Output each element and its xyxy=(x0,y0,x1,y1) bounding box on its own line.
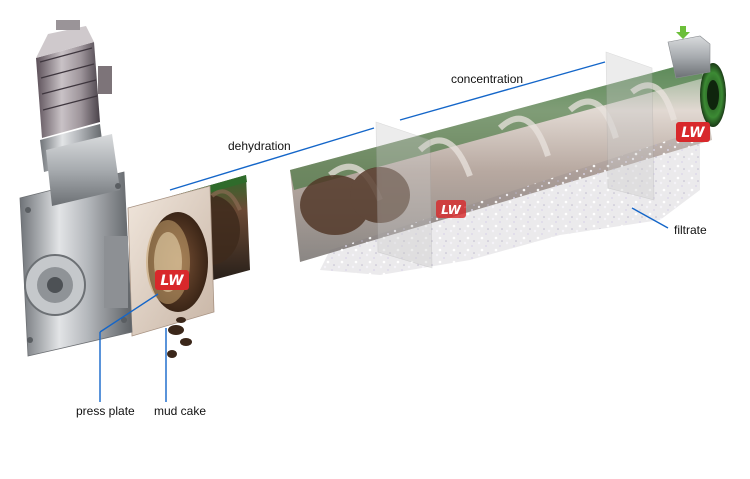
svg-text:LW: LW xyxy=(441,203,462,217)
concentration-label: concentration xyxy=(451,72,524,86)
filtrate-line xyxy=(631,207,669,229)
lw-logo-middle: LW xyxy=(436,200,466,218)
concentration-line xyxy=(399,61,606,121)
callout-lines xyxy=(99,61,669,402)
filtrate-label: filtrate xyxy=(674,223,707,237)
sludge-fill xyxy=(300,167,410,235)
inlet-arrow-icon xyxy=(676,26,690,39)
filtrate-spray xyxy=(320,130,700,275)
dehydration-label: dehydration xyxy=(228,139,291,153)
lw-logo-left: LW xyxy=(155,270,189,290)
concentration-section: LW LW xyxy=(290,26,726,275)
press-plate-label: press plate xyxy=(76,404,135,418)
inlet-box xyxy=(667,35,711,79)
gear-motor xyxy=(19,20,133,357)
bolts xyxy=(25,183,127,343)
dehydration-line xyxy=(169,127,375,191)
svg-text:LW: LW xyxy=(160,273,184,289)
svg-text:LW: LW xyxy=(681,125,705,141)
mud-cake-label: mud cake xyxy=(154,404,207,418)
press-plate-line-diag xyxy=(99,293,159,333)
lw-logo-right: LW xyxy=(676,122,710,142)
press-plate-assembly: LW xyxy=(127,185,215,358)
mud-cake-chunks xyxy=(167,317,192,358)
